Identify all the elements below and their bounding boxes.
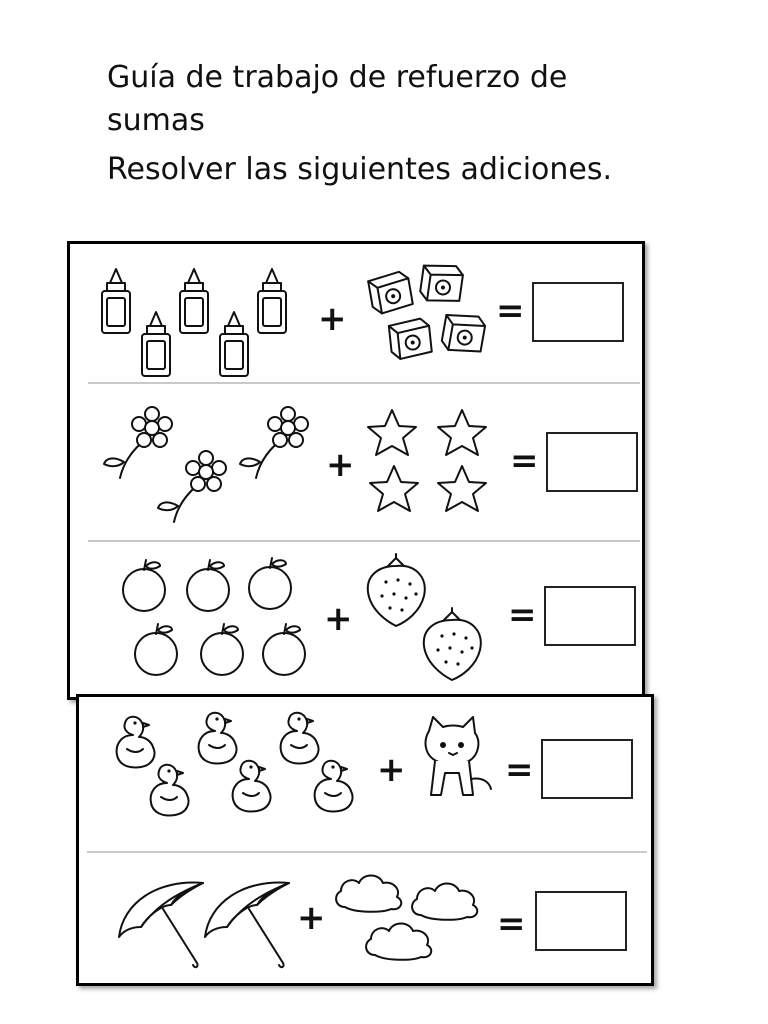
chick-icon — [115, 715, 156, 769]
star-icon — [437, 465, 487, 512]
exercise-row-5: + = — [79, 855, 651, 979]
glue-bottle-icon — [179, 268, 209, 334]
equals-sign: = — [508, 595, 537, 635]
plus-sign: + — [318, 299, 347, 339]
chick-icon — [149, 763, 190, 817]
strawberry-icon — [366, 553, 426, 627]
star-group — [367, 409, 487, 512]
answer-box-1[interactable] — [532, 282, 624, 342]
pencil-sharpener-icon — [440, 314, 487, 353]
glue-bottle-icon — [219, 311, 249, 377]
flower-group — [103, 406, 309, 523]
cloud-icon — [335, 874, 403, 913]
apple-icon — [200, 623, 244, 676]
chick-icon — [231, 759, 272, 813]
plus-sign: + — [297, 898, 326, 938]
umbrella-icon — [204, 881, 290, 969]
plus-sign: + — [377, 750, 406, 790]
exercise-row-2: + = — [70, 386, 642, 540]
glue-bottle-icon — [101, 268, 131, 334]
answer-box-2[interactable] — [546, 432, 638, 492]
cloud-icon — [365, 922, 433, 961]
row-divider — [87, 851, 647, 853]
exercise-row-4: + = — [79, 697, 651, 851]
equals-sign: = — [505, 750, 534, 790]
plus-sign: + — [324, 599, 353, 639]
row-divider — [88, 540, 640, 542]
apple-icon — [248, 557, 292, 610]
flower-icon — [239, 406, 309, 479]
glue-bottle-icon — [141, 311, 171, 377]
kitten-group — [424, 716, 492, 796]
flower-icon — [157, 450, 227, 523]
exercise-panel-1: + = — [67, 241, 645, 700]
apple-icon — [134, 623, 178, 676]
apple-icon — [262, 623, 306, 676]
equals-sign: = — [496, 291, 525, 331]
star-icon — [367, 409, 417, 456]
apple-group — [122, 557, 306, 676]
umbrella-group — [118, 881, 290, 969]
answer-box-5[interactable] — [535, 891, 627, 951]
answer-box-3[interactable] — [544, 586, 636, 646]
worksheet-instruction: Resolver las siguientes adiciones. — [107, 152, 613, 187]
pencil-sharpener-icon — [367, 270, 414, 315]
apple-icon — [186, 559, 230, 612]
answer-box-4[interactable] — [541, 739, 633, 799]
chick-icon — [279, 711, 320, 765]
strawberry-group — [366, 553, 482, 681]
equals-sign: = — [510, 441, 539, 481]
exercise-row-3: + = — [70, 544, 642, 694]
pencil-sharpener-group — [367, 264, 487, 360]
kitten-icon — [424, 716, 492, 796]
exercise-row-1: + = — [70, 244, 642, 384]
glue-bottle-icon — [257, 268, 287, 334]
plus-sign: + — [326, 445, 355, 485]
star-icon — [437, 409, 487, 456]
glue-bottle-group — [101, 268, 287, 377]
apple-icon — [122, 559, 166, 612]
star-icon — [369, 465, 419, 512]
umbrella-icon — [118, 881, 204, 969]
chick-icon — [197, 711, 238, 765]
cloud-group — [335, 874, 479, 961]
pencil-sharpener-icon — [387, 317, 433, 360]
chick-icon — [313, 759, 354, 813]
worksheet-title: Guía de trabajo de refuerzo de sumas — [107, 60, 568, 138]
flower-icon — [103, 406, 173, 479]
strawberry-icon — [422, 607, 482, 681]
row-divider — [88, 382, 640, 384]
chick-group — [115, 711, 354, 817]
equals-sign: = — [497, 904, 526, 944]
cloud-icon — [411, 882, 479, 921]
pencil-sharpener-icon — [419, 264, 464, 302]
exercise-panel-2: + = + — [76, 694, 654, 986]
